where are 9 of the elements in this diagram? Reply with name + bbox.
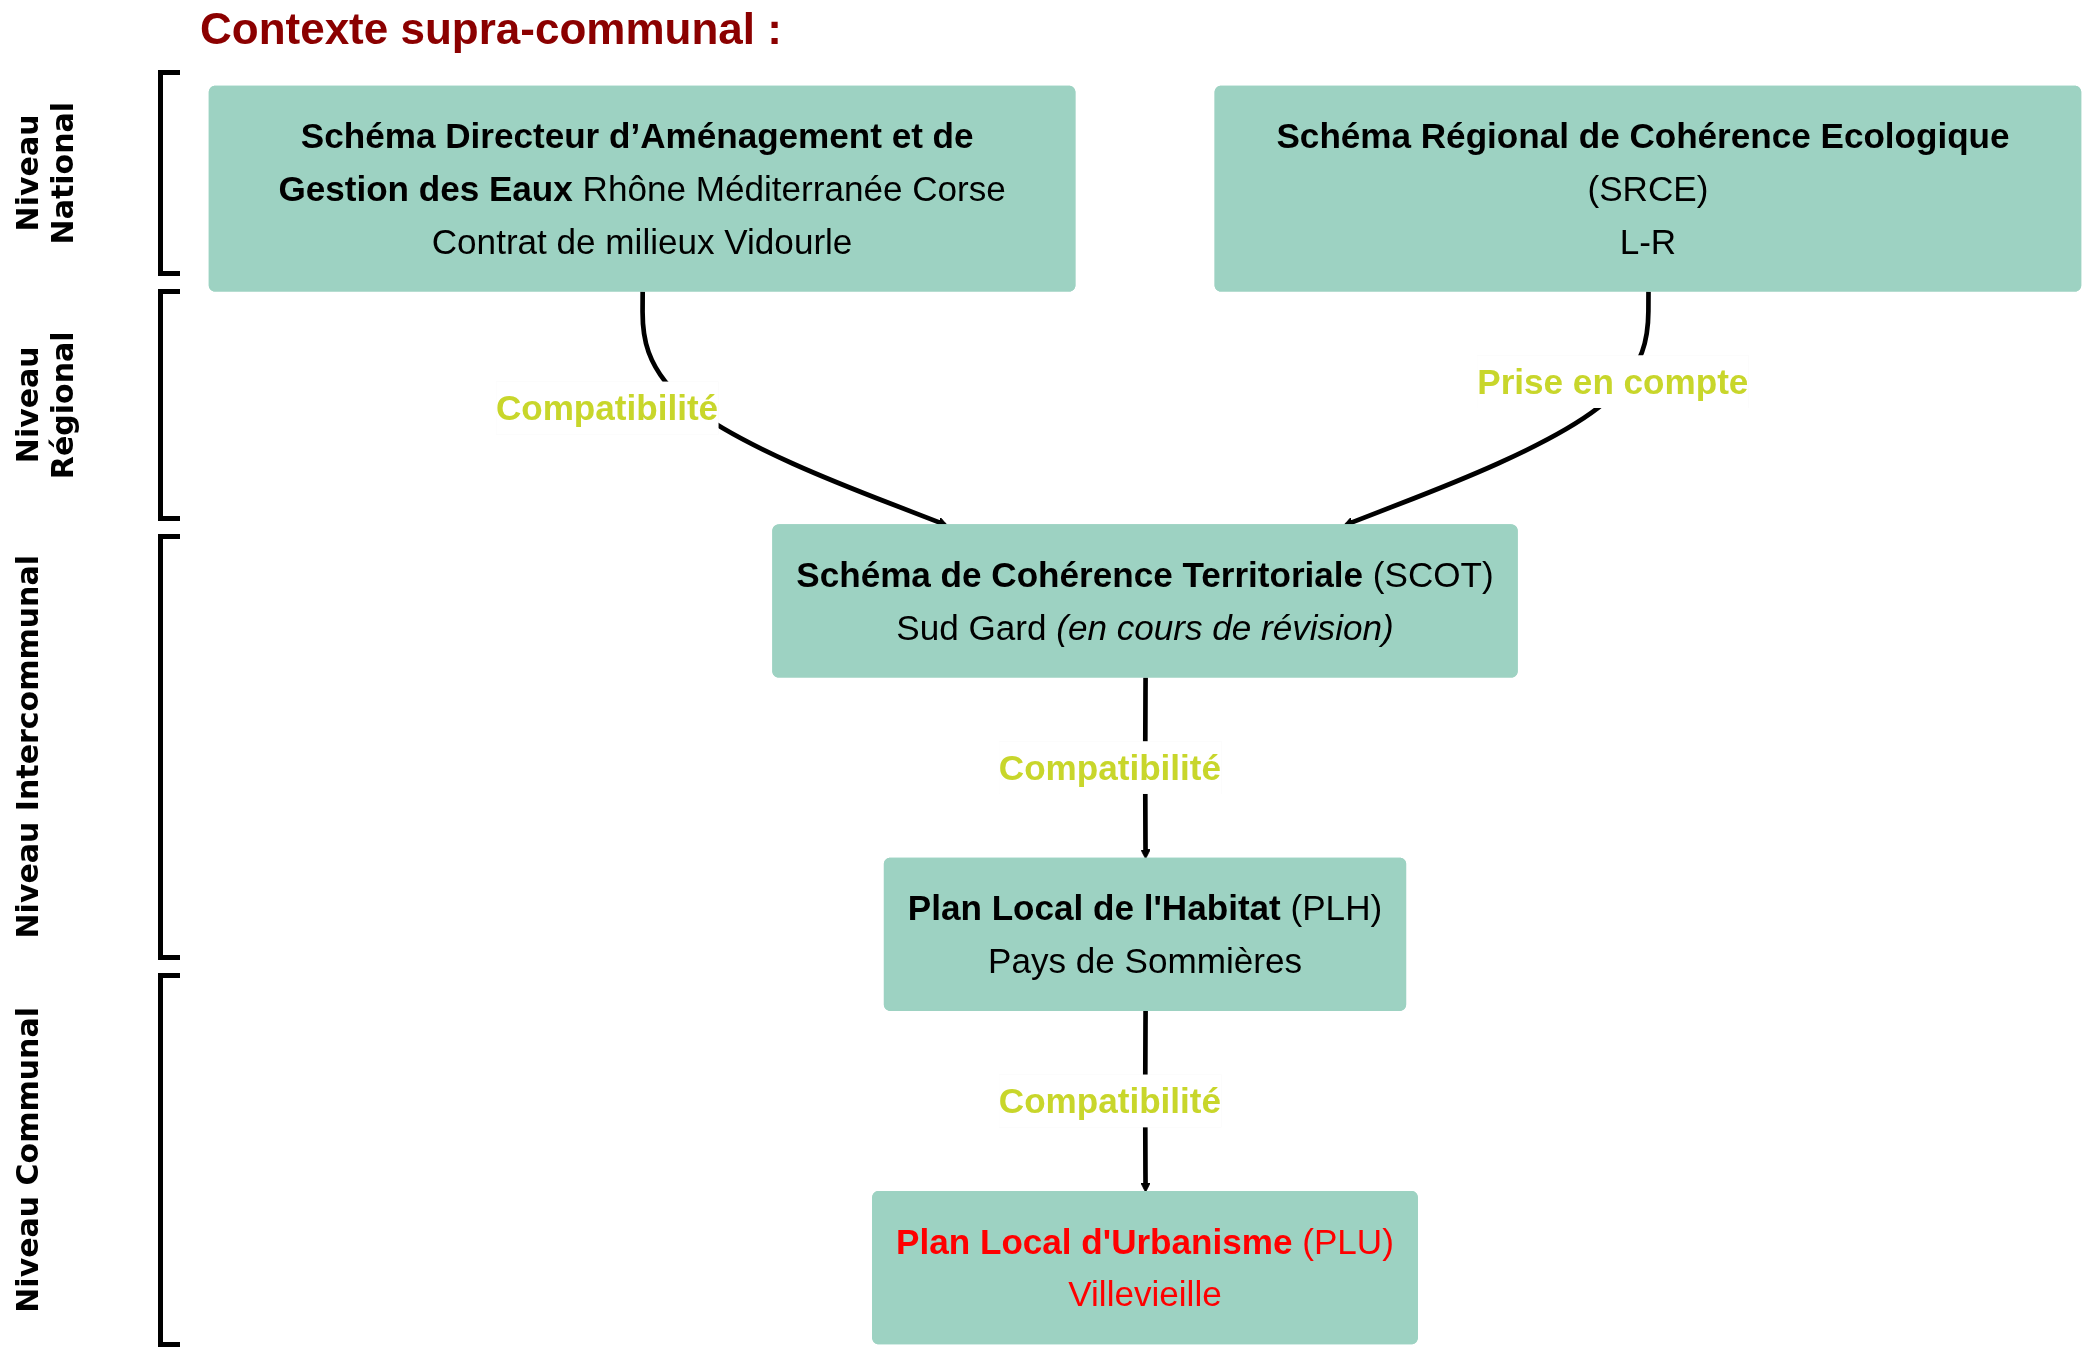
level-label: Niveau Intercommunal [10,555,45,939]
edge-label: Compatibilité [998,748,1222,787]
edge-label: Prise en compte [1477,362,1749,401]
edge-label: Compatibilité [998,1081,1222,1121]
diagram-title: Contexte supra-communal : [200,4,782,54]
edge-label: Compatibilité [495,388,719,428]
level-label: Niveau Régional [10,330,80,482]
level-label: Niveau National [10,100,80,247]
level-label: Niveau Communal [10,1007,45,1313]
